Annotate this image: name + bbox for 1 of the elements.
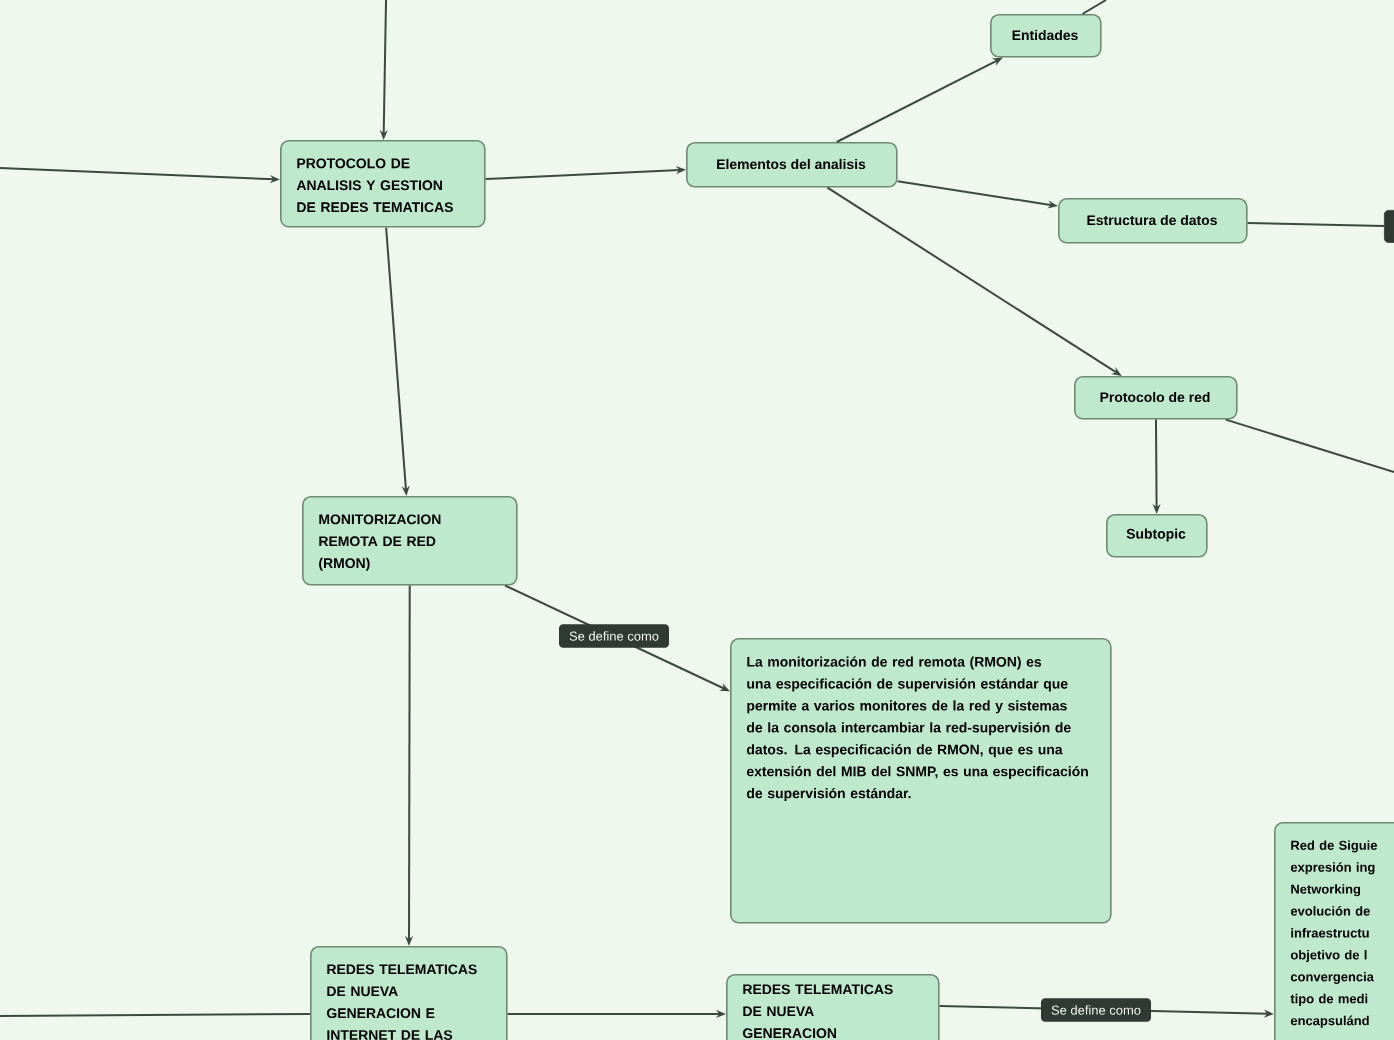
connector-box xyxy=(1384,210,1394,243)
